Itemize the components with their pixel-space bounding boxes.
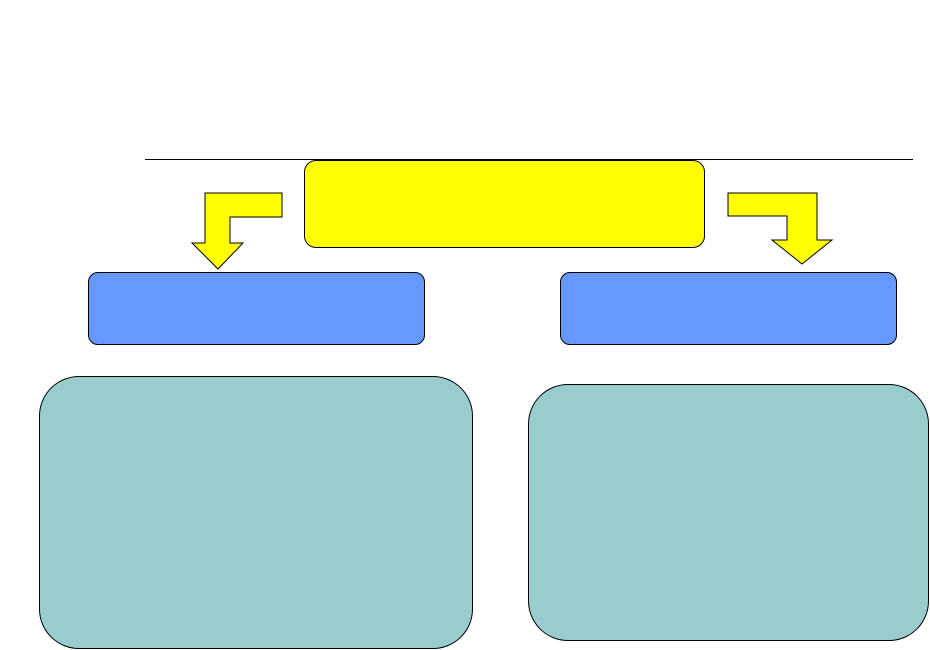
bent-arrow-down-left-icon	[190, 192, 283, 270]
left-branch-header-box	[88, 272, 425, 345]
left-branch-detail-box	[39, 376, 473, 649]
bent-arrow-right-shape	[727, 192, 834, 265]
top-concept-box	[304, 160, 705, 248]
title-underline	[145, 159, 913, 160]
bent-arrow-left-shape	[190, 192, 283, 270]
right-branch-header-box	[560, 272, 897, 345]
bent-arrow-down-right-icon	[727, 192, 834, 265]
right-branch-detail-box	[528, 384, 929, 641]
